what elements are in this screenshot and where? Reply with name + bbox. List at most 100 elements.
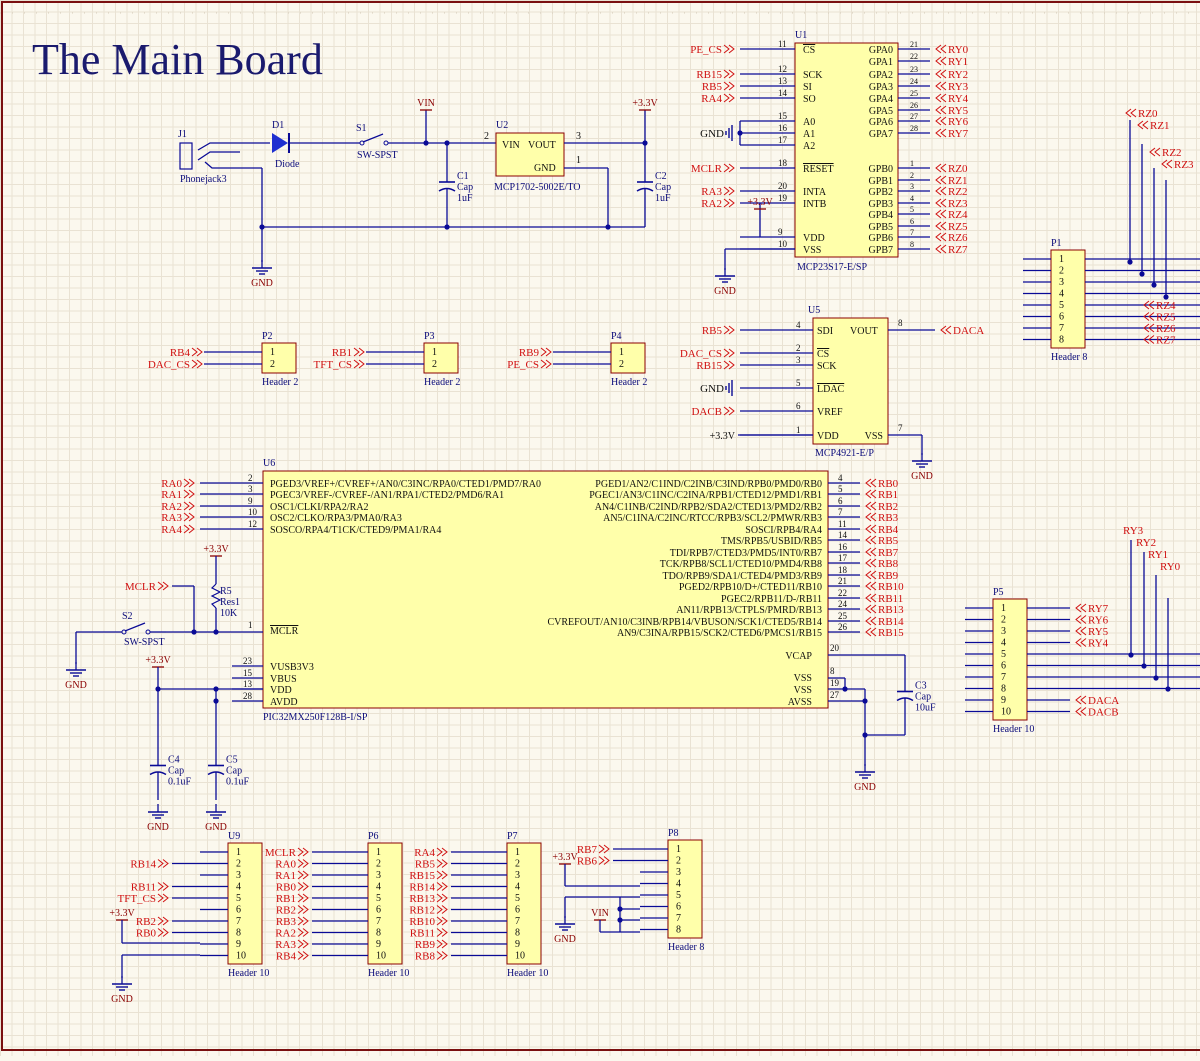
u6-pin-right: PGED2/RPB10/D+/CTED11/RB10	[679, 582, 822, 593]
power-label: VIN	[417, 98, 435, 109]
net-arrow	[723, 44, 730, 54]
schematic-content: J1Phonejack3D1DiodeS1SW-SPSTVINC1Cap1uFU…	[65, 30, 1200, 1005]
j1-name: Phonejack3	[180, 174, 227, 185]
net-arrow	[353, 347, 360, 357]
pin-num: 15	[778, 111, 788, 121]
net-arrow	[728, 348, 735, 358]
net-label-RY6: RY6	[1088, 615, 1109, 627]
net-label-RZ0: RZ0	[948, 163, 968, 175]
pin-num: 21	[910, 40, 918, 49]
net-arrow	[865, 535, 872, 545]
net-arrow	[302, 847, 309, 857]
net-arrow	[865, 478, 872, 488]
u1-pin-gpa2: GPA2	[869, 70, 893, 81]
net-label-RB1: RB1	[332, 347, 352, 359]
net-arrow	[297, 882, 304, 891]
cap-value: 1uF	[457, 193, 473, 204]
net-arrow	[940, 163, 947, 173]
pin-num: 17	[838, 553, 848, 563]
net-label-RB10: RB10	[878, 581, 904, 593]
pin-num: 28	[243, 691, 253, 701]
pin-num: 16	[778, 123, 788, 133]
net-label-RB4: RB4	[170, 347, 191, 359]
junction-dot	[1151, 282, 1157, 288]
net-arrow	[940, 186, 947, 196]
pin-num: 22	[838, 588, 847, 598]
net-arrow	[1075, 638, 1082, 647]
net-arrow	[436, 928, 443, 937]
net-label-RZ3: RZ3	[1174, 159, 1194, 171]
net-arrow	[1148, 312, 1155, 321]
net-label-RB13: RB13	[878, 604, 904, 616]
pin-num: 8	[830, 666, 835, 676]
cap-value: 0.1uF	[168, 777, 192, 788]
net-arrow	[188, 524, 195, 534]
jack-wire	[204, 161, 240, 169]
net-arrow	[302, 951, 309, 960]
junction-dot	[191, 629, 197, 635]
header-pin-num: 7	[515, 916, 520, 927]
header-pin-num: 3	[1059, 277, 1064, 288]
jack-wire	[197, 151, 240, 161]
net-arrow	[1130, 108, 1137, 118]
net-arrow	[157, 882, 164, 891]
net-label-RZ5: RZ5	[1156, 312, 1176, 324]
u1-pin-si: SI	[803, 82, 812, 93]
u1-pin-gpb4: GPB4	[869, 210, 893, 221]
net-label-RB2: RB2	[878, 501, 898, 513]
net-arrow	[297, 859, 304, 868]
net-arrow	[723, 348, 730, 358]
net-arrow	[935, 56, 942, 66]
d1-name: Diode	[275, 159, 300, 170]
header-pin-num: 9	[515, 939, 520, 950]
cap-name: Cap	[457, 182, 473, 193]
cap-ref: C3	[915, 681, 927, 692]
d1-ref: D1	[272, 120, 284, 131]
net-arrow	[870, 478, 877, 488]
net-arrow	[945, 325, 952, 335]
header-ref: P4	[611, 331, 622, 342]
net-arrow	[1080, 707, 1087, 716]
u1-ref: U1	[795, 30, 807, 41]
u1-pin-vdd: VDD	[803, 233, 825, 244]
header-P2	[261, 342, 297, 374]
net-label-RZ6: RZ6	[948, 232, 968, 244]
u6-pin-left: OSC2/CLKO/RPA3/PMA0/RA3	[270, 513, 402, 524]
net-label-RA4: RA4	[414, 847, 435, 859]
net-arrow	[940, 56, 947, 66]
net-arrow	[865, 512, 872, 522]
net-label-RB13: RB13	[409, 893, 435, 905]
net-arrow	[297, 870, 304, 880]
cap-name: Cap	[915, 692, 931, 703]
header-pin-num: 1	[619, 347, 624, 358]
net-label-RA0: RA0	[161, 478, 182, 490]
switch-lever	[362, 133, 384, 143]
u5-pin-vref: VREF	[817, 407, 843, 418]
pin-num: 25	[910, 89, 918, 98]
u6-pin-left: PGEC3/VREF-/CVREF-/AN1/RPA1/CTED2/PMD6/R…	[270, 490, 504, 501]
u6-mcu	[262, 470, 829, 709]
power-label: +3.3V	[145, 655, 171, 666]
net-label-RZ7: RZ7	[1156, 335, 1176, 347]
net-label-TFT_CS: TFT_CS	[313, 359, 352, 371]
pin-num: 23	[243, 656, 253, 666]
net-label-RA2: RA2	[275, 928, 296, 940]
cap-value: 0.1uF	[226, 777, 250, 788]
junction-dot	[213, 629, 219, 635]
net-arrow	[157, 581, 164, 591]
net-label-RB5: RB5	[702, 325, 723, 337]
header-pin-num: 9	[1001, 695, 1006, 706]
net-arrow	[196, 359, 203, 369]
pin-num: 20	[778, 181, 788, 191]
u1-expander	[794, 42, 899, 258]
net-arrow	[302, 882, 309, 891]
net-arrow	[723, 93, 730, 103]
header-pin-num: 2	[376, 859, 381, 870]
header-pin-num: 5	[515, 893, 520, 904]
pin-num: 2	[484, 131, 489, 142]
switch-contact	[359, 140, 365, 146]
u6-pin-right: TCK/RPB8/SCL1/CTED10/PMD4/RB8	[660, 559, 822, 570]
header-P5	[992, 598, 1028, 721]
u6-pin-right: TDI/RPB7/CTED3/PMD5/INT0/RB7	[670, 548, 822, 559]
u5-ref: U5	[808, 305, 820, 316]
